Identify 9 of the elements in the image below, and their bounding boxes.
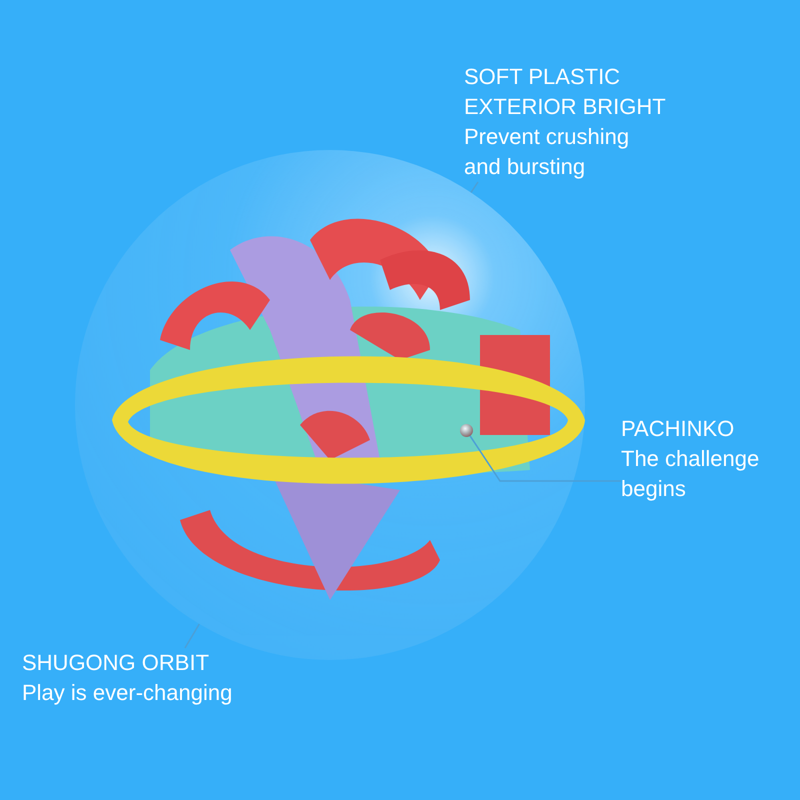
feature-description: Prevent crushing and bursting [464,123,630,181]
leader-line [469,435,621,482]
feature-heading: SHUGONG ORBIT [22,649,210,677]
leader-line [184,624,200,648]
feature-heading: PACHINKO [621,415,736,443]
feature-description: Play is ever-changing [22,679,234,707]
feature-heading: SOFT PLASTIC EXTERIOR BRIGHT [464,63,667,121]
leader-line [470,182,479,193]
feature-description: The challenge begins [621,445,760,503]
